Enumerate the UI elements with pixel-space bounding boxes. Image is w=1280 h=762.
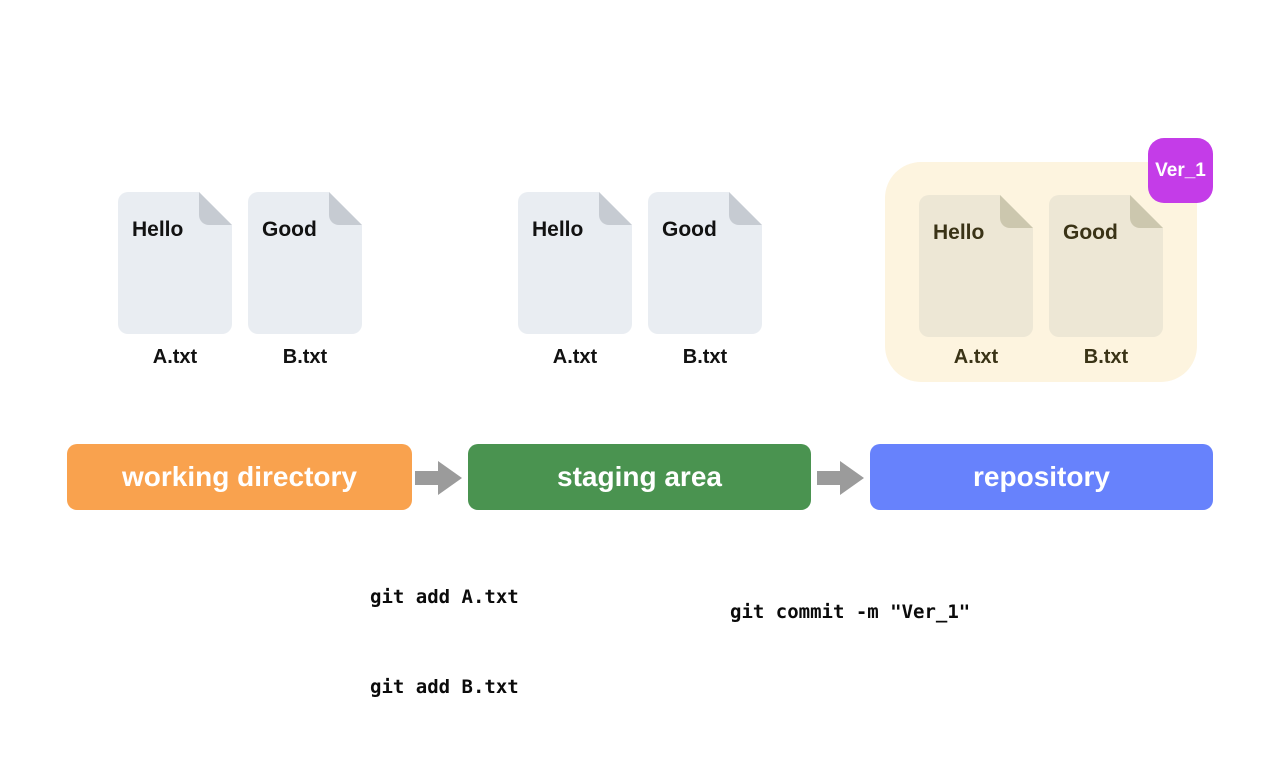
file-icon-staging-b: Good [648, 192, 762, 334]
file-label: A.txt [552, 346, 598, 368]
file-label: B.txt [282, 346, 328, 368]
file-content: Hello [132, 218, 184, 241]
document-icon [648, 192, 762, 334]
arrow-head [840, 461, 864, 495]
file-content: Good [662, 218, 717, 241]
document-icon [919, 195, 1033, 337]
stage-label: working directory [122, 461, 357, 492]
file-content: Hello [933, 221, 985, 244]
arrow-right-icon [817, 461, 864, 495]
arrow-right-icon [415, 461, 462, 495]
file-icon-working-a: Hello [118, 192, 232, 334]
version-badge-label: Ver_1 [1155, 159, 1206, 181]
document-icon [1049, 195, 1163, 337]
file-label: A.txt [152, 346, 198, 368]
file-label: B.txt [682, 346, 728, 368]
document-icon [248, 192, 362, 334]
arrow-shaft [415, 471, 438, 485]
stage-box-repository: repository [870, 444, 1213, 510]
file-content: Good [262, 218, 317, 241]
file-icon-working-b: Good [248, 192, 362, 334]
file-icon-repo-a: Hello [919, 195, 1033, 337]
command-line: git add A.txt [370, 586, 519, 608]
document-icon [518, 192, 632, 334]
document-icon [118, 192, 232, 334]
stage-box-working-directory: working directory [67, 444, 412, 510]
file-icon-staging-a: Hello [518, 192, 632, 334]
version-badge: Ver_1 [1148, 138, 1213, 203]
file-content: Good [1063, 221, 1118, 244]
file-label: A.txt [953, 346, 999, 368]
arrow-head [438, 461, 462, 495]
command-line: git commit -m "Ver_1" [730, 601, 971, 623]
file-content: Hello [532, 218, 584, 241]
command-line: git add B.txt [370, 676, 519, 698]
command-git-commit: git commit -m "Ver_1" [730, 537, 970, 687]
stage-box-staging-area: staging area [468, 444, 811, 510]
stage-label: repository [973, 461, 1110, 492]
arrow-shaft [817, 471, 840, 485]
file-icon-repo-b: Good [1049, 195, 1163, 337]
file-label: B.txt [1083, 346, 1129, 368]
command-git-add: git add A.txt git add B.txt [370, 522, 519, 762]
git-workflow-diagram: Hello Good A.txt B.txt Hello Good A.txt … [67, 138, 1213, 698]
stage-label: staging area [557, 461, 722, 492]
